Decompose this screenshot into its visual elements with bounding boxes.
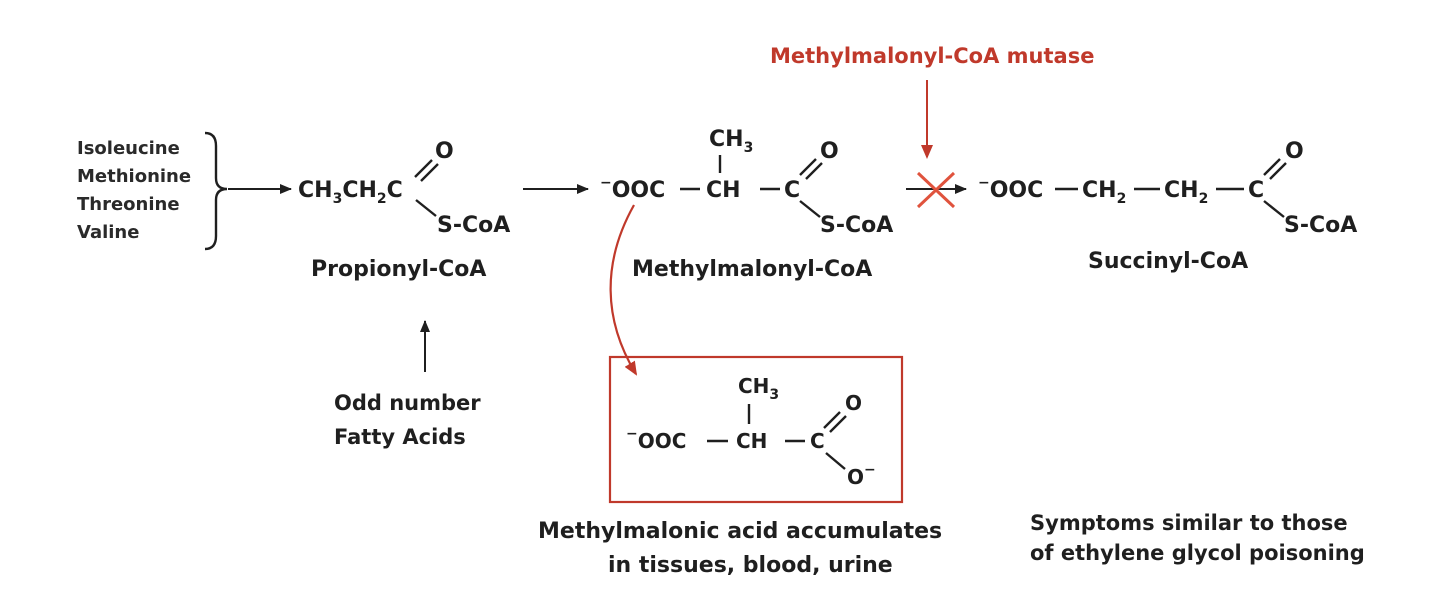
block-x-icon <box>916 171 956 209</box>
svg-text:O: O <box>1285 139 1304 164</box>
svg-text:CH: CH <box>736 429 767 453</box>
amino-acid-threonine: Threonine <box>77 194 180 215</box>
svg-text:CH3: CH3 <box>709 127 753 156</box>
svg-text:C: C <box>810 429 825 453</box>
accumulation-line2: in tissues, blood, urine <box>608 553 893 578</box>
svg-text:CH: CH <box>706 178 741 203</box>
methylmalonic-acid-structure: −OOC CH CH3 C O O− <box>626 374 876 489</box>
amino-acid-methionine: Methionine <box>77 166 191 187</box>
svg-text:S-CoA: S-CoA <box>820 213 893 238</box>
svg-text:S-CoA: S-CoA <box>437 213 510 238</box>
succinyl-coa-structure: −OOC CH2 CH2 C O S-CoA <box>978 139 1357 238</box>
svg-text:CH3: CH3 <box>738 374 779 403</box>
amino-acid-valine: Valine <box>77 222 139 243</box>
svg-text:CH2: CH2 <box>1082 178 1126 207</box>
accumulation-line1: Methylmalonic acid accumulates <box>538 519 942 544</box>
propionyl-coa-structure: CH3CH2C O S-CoA <box>298 139 510 238</box>
svg-text:C: C <box>1248 178 1264 203</box>
succinyl-coa-label: Succinyl-CoA <box>1088 249 1248 274</box>
svg-text:C: C <box>784 178 800 203</box>
svg-text:−OOC: −OOC <box>626 426 686 453</box>
amino-acid-isoleucine: Isoleucine <box>77 138 180 159</box>
amino-acid-list: Isoleucine Methionine Threonine Valine <box>77 138 191 243</box>
svg-text:−OOC: −OOC <box>600 175 665 203</box>
svg-text:O: O <box>845 391 862 415</box>
svg-text:O: O <box>435 139 454 164</box>
svg-text:O: O <box>820 139 839 164</box>
symptoms-line2: of ethylene glycol poisoning <box>1030 541 1365 565</box>
svg-text:O−: O− <box>847 462 876 489</box>
curly-brace <box>204 131 228 251</box>
symptoms-line1: Symptoms similar to those <box>1030 511 1348 535</box>
fatty-acids-line2: Fatty Acids <box>334 425 466 449</box>
fatty-acids-line1: Odd number <box>334 391 481 415</box>
svg-text:S-CoA: S-CoA <box>1284 213 1357 238</box>
svg-text:CH3CH2C: CH3CH2C <box>298 178 403 207</box>
methylmalonyl-coa-label: Methylmalonyl-CoA <box>632 257 872 282</box>
enzyme-label: Methylmalonyl-CoA mutase <box>770 44 1094 68</box>
methylmalonic-acid-box <box>608 355 904 504</box>
svg-text:−OOC: −OOC <box>978 175 1043 203</box>
methylmalonyl-coa-structure: −OOC CH CH3 C O S-CoA <box>600 127 893 238</box>
propionyl-coa-label: Propionyl-CoA <box>311 257 486 282</box>
accumulation-arrow <box>609 204 638 376</box>
svg-text:CH2: CH2 <box>1164 178 1208 207</box>
